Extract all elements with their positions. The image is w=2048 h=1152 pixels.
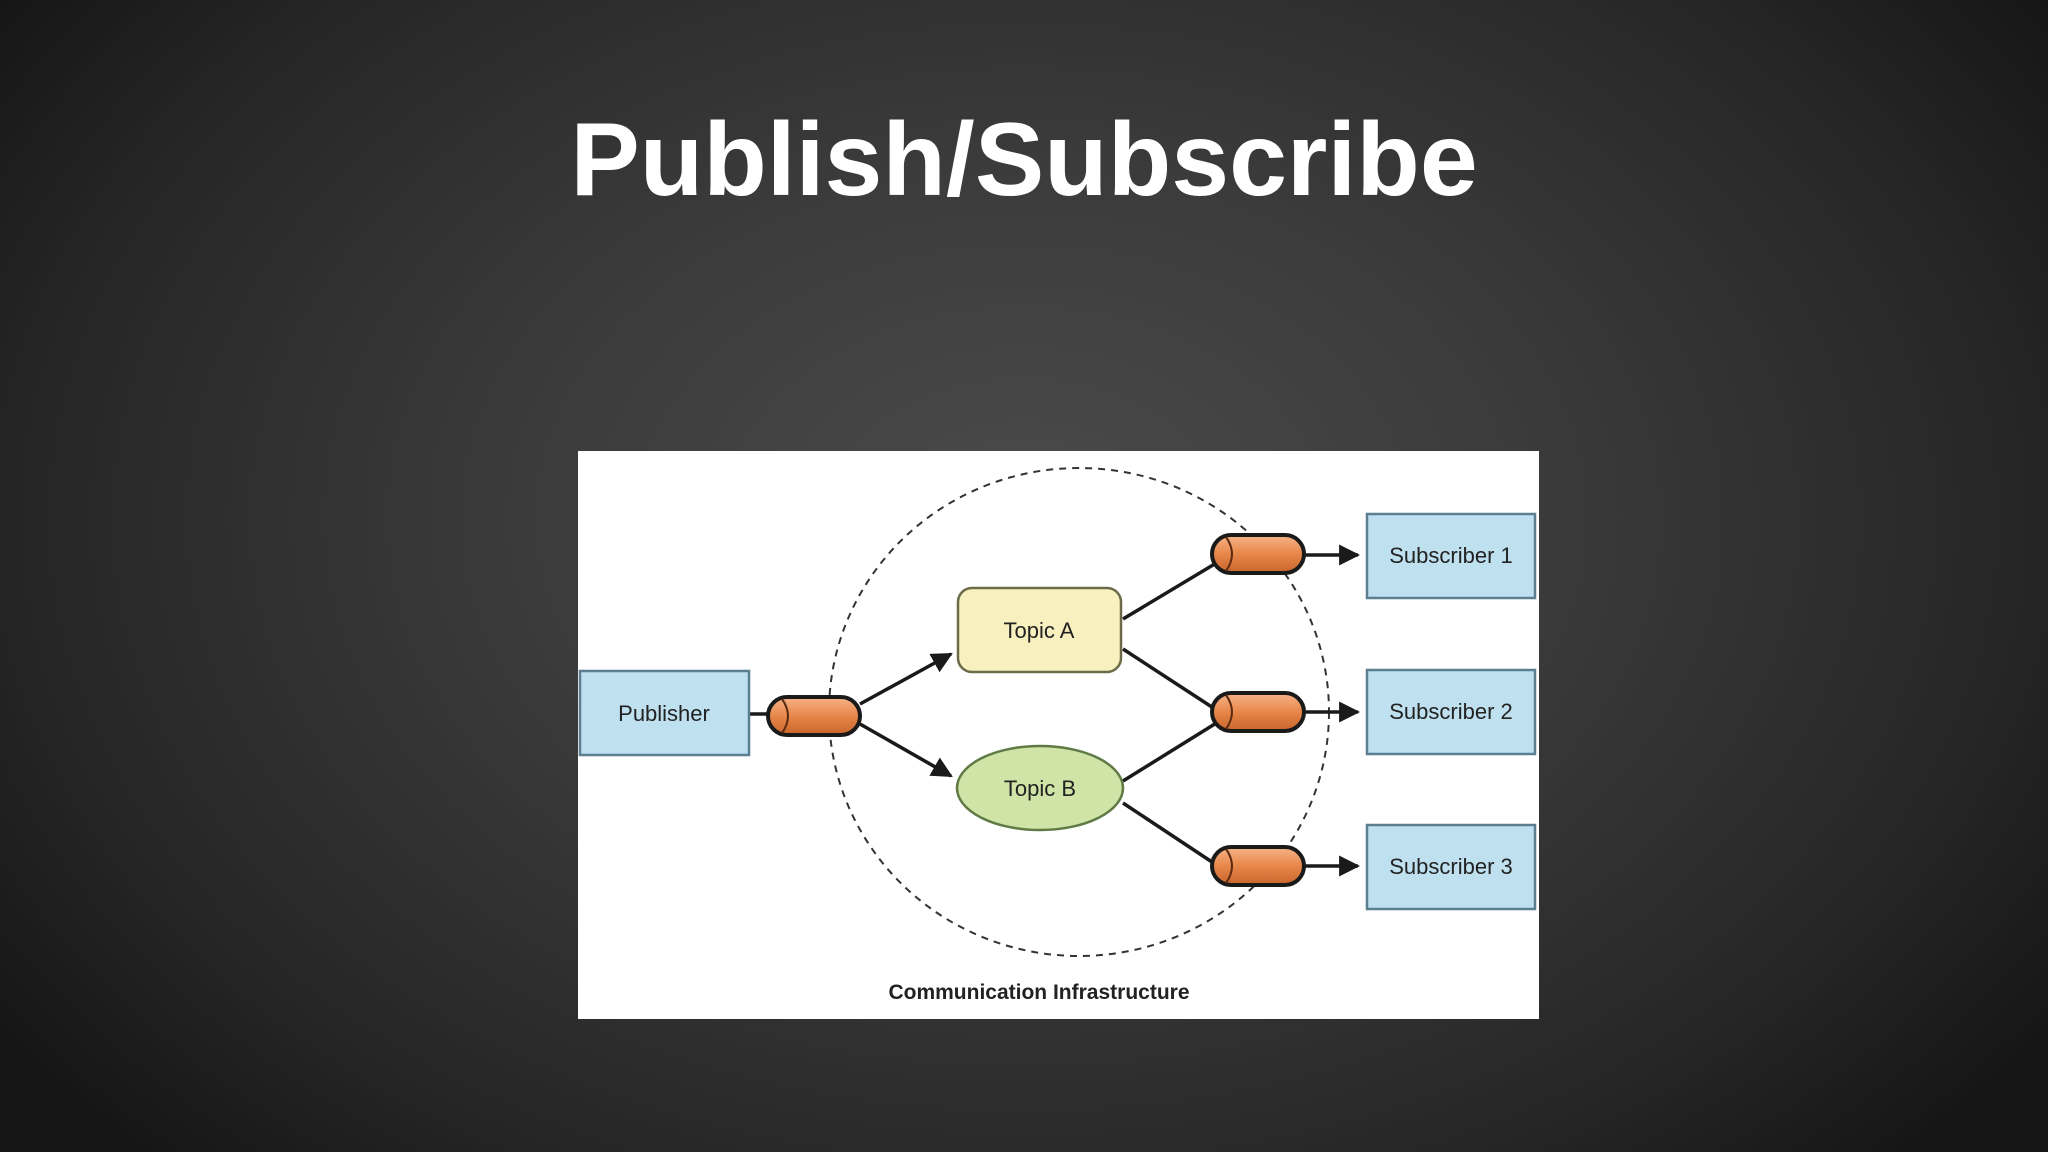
topic-b-node: Topic B	[955, 744, 1125, 832]
connection-lines	[749, 544, 1361, 877]
message-pipe	[1210, 533, 1306, 575]
topic-a-label: Topic A	[1004, 618, 1075, 643]
publisher-label: Publisher	[618, 701, 710, 726]
topic-b-label: Topic B	[1004, 776, 1076, 801]
arrow-to-topic-a	[859, 652, 953, 706]
subscriber-1-label: Subscriber 1	[1389, 543, 1513, 568]
subscriber-3-label: Subscriber 3	[1389, 854, 1513, 879]
subscriber-1-node: Subscriber 1	[1365, 512, 1537, 600]
subscriber-2-node: Subscriber 2	[1365, 668, 1537, 756]
message-pipe	[766, 695, 862, 737]
message-pipe	[1210, 691, 1306, 733]
publisher-node: Publisher	[578, 669, 751, 757]
subscriber-2-label: Subscriber 2	[1389, 699, 1513, 724]
topic-a-node: Topic A	[956, 586, 1123, 674]
topic-b-to-sub3-line	[1122, 801, 1219, 868]
topic-a-to-sub1-line	[1122, 560, 1219, 621]
slide-title: Publish/Subscribe	[570, 102, 1478, 218]
arrow-to-topic-b	[859, 722, 953, 778]
infrastructure-caption: Communication Infrastructure	[888, 981, 1189, 1004]
subscriber-3-node: Subscriber 3	[1365, 823, 1537, 911]
message-pipe	[1210, 845, 1306, 887]
pubsub-diagram: Publisher Topic A Topic B Subscriber 1 S…	[578, 467, 1537, 1004]
topic-a-to-sub2-line	[1122, 647, 1219, 713]
diagram-panel: Publisher Topic A Topic B Subscriber 1 S…	[578, 451, 1539, 1019]
topic-b-to-sub2-line	[1122, 720, 1219, 783]
